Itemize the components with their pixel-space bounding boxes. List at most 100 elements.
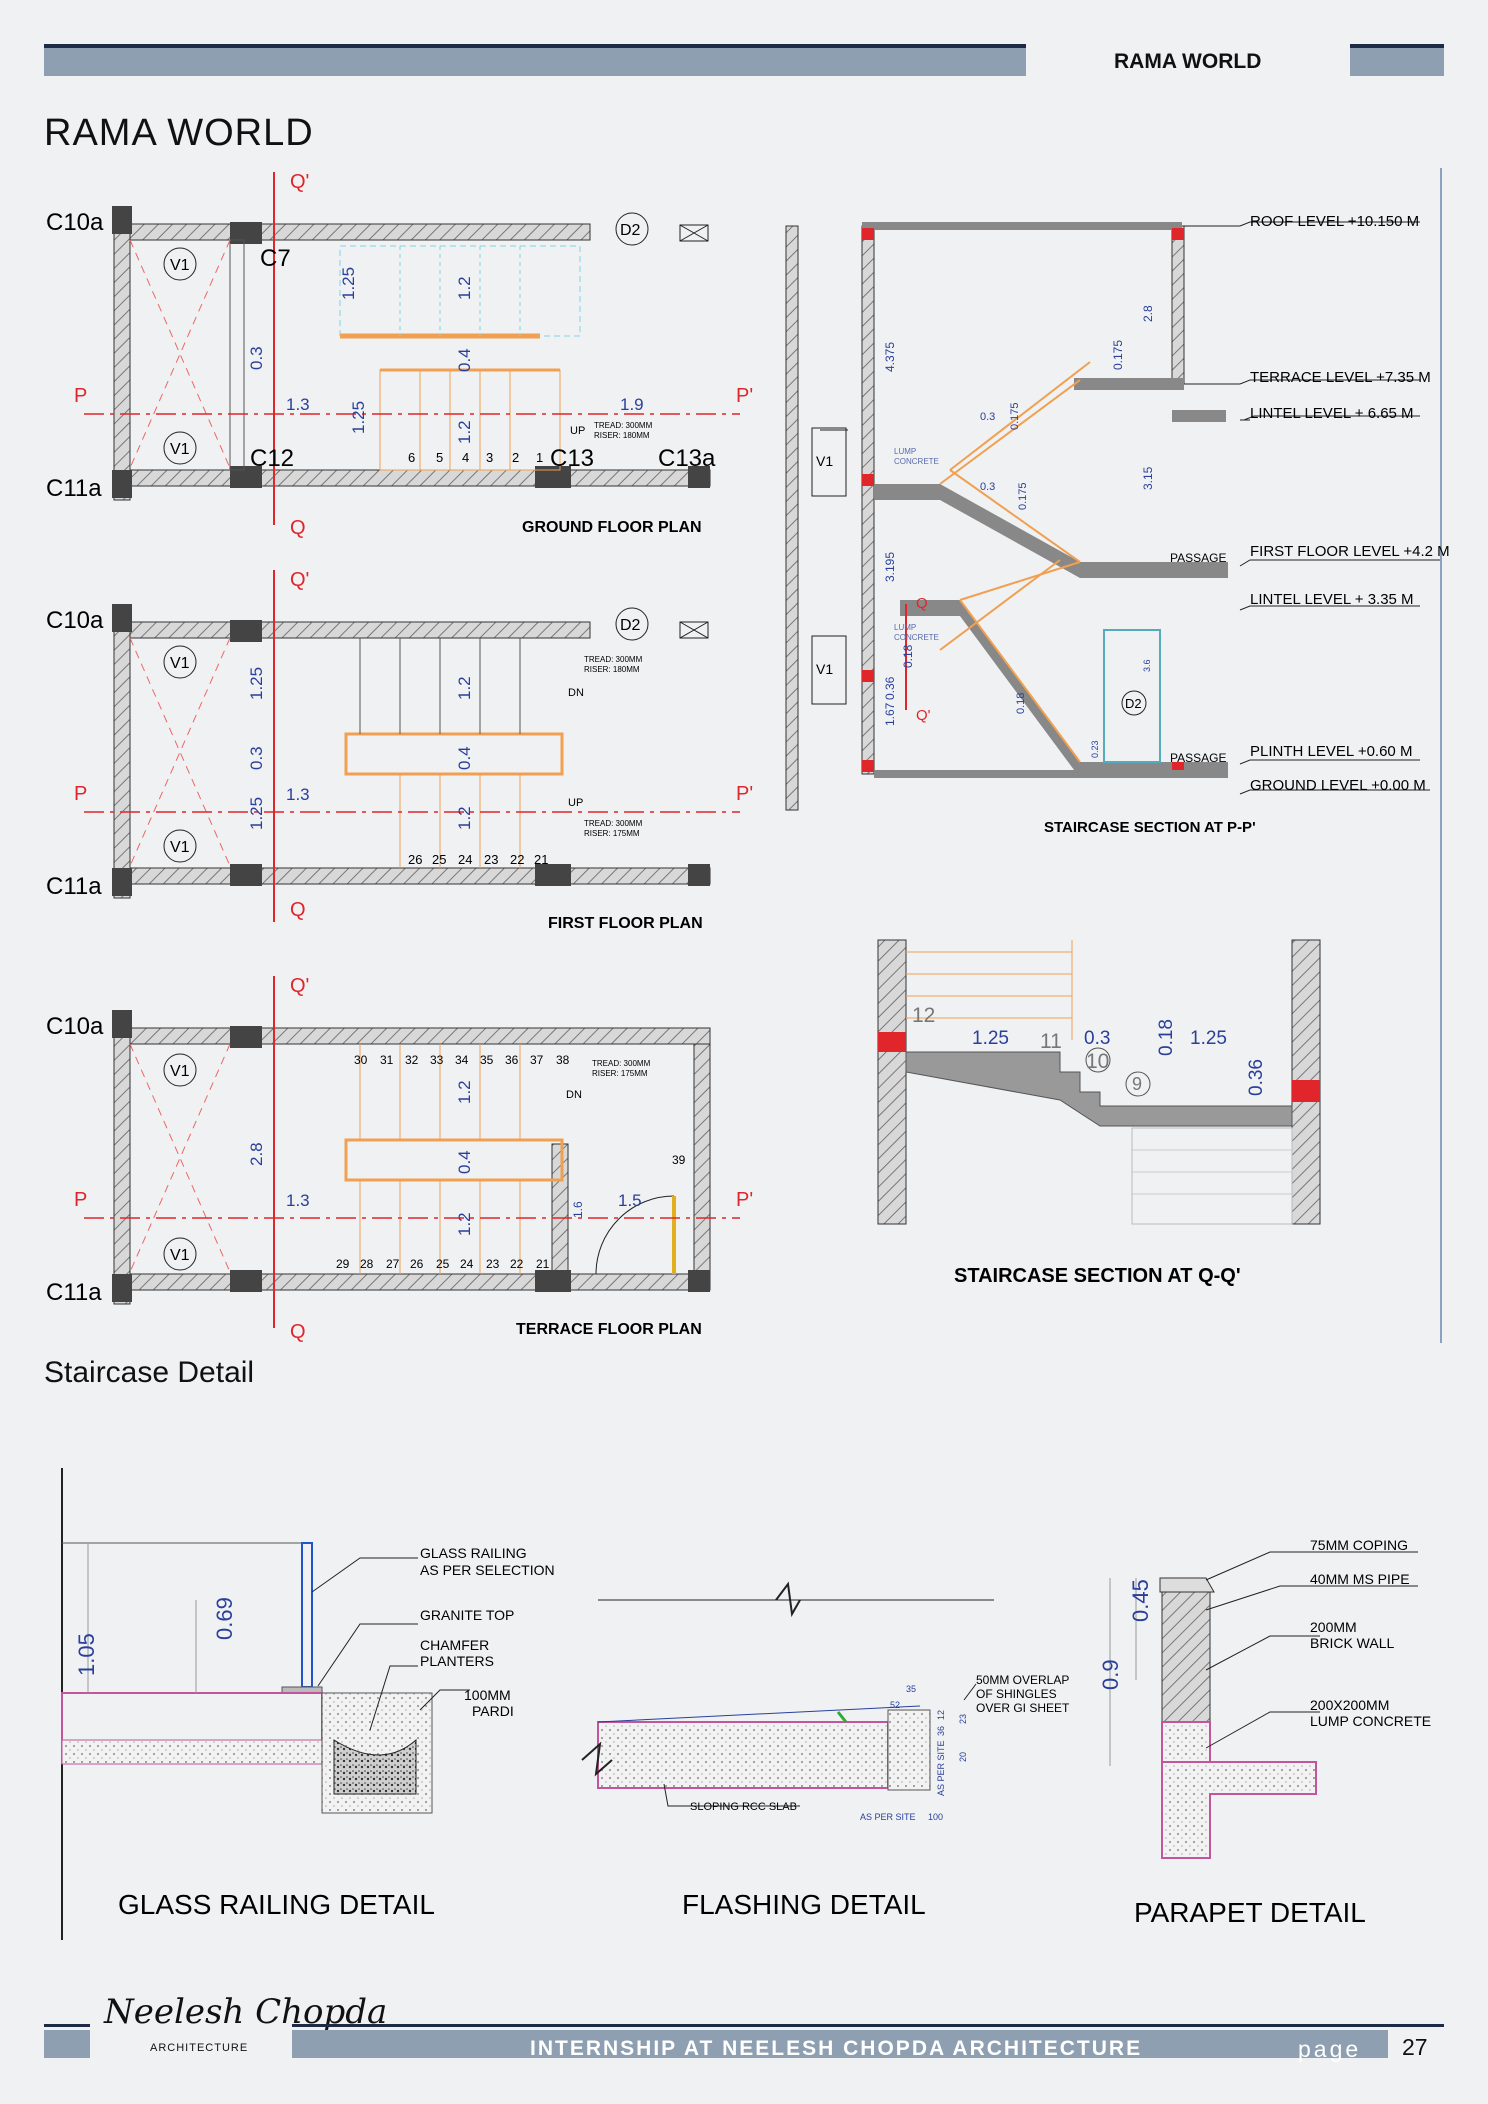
detail-label: BRICK WALL (1310, 1635, 1394, 1651)
dimension: 1.05 (74, 1633, 99, 1676)
dimension: 0.4 (455, 348, 474, 372)
section-marker: Q' (916, 707, 931, 724)
lump-concrete-label: LUMP (894, 447, 916, 456)
level-label: LINTEL LEVEL + 3.35 M (1250, 591, 1414, 608)
dimension: 0.3 (247, 746, 266, 770)
section-pp-labels: ROOF LEVEL +10.150 M TERRACE LEVEL +7.35… (816, 213, 1450, 836)
dimension: 0.3 (980, 481, 995, 493)
parapet-detail-drawing (1109, 1577, 1317, 1859)
detail-label: 40MM MS PIPE (1310, 1571, 1410, 1587)
section-marker: P' (736, 1189, 753, 1211)
detail-label: GRANITE TOP (420, 1607, 514, 1623)
dimension: 0.45 (1128, 1579, 1153, 1622)
level-label: GROUND LEVEL +0.00 M (1250, 777, 1426, 794)
dimension: 0.18 (1156, 1019, 1177, 1056)
section-marker: P (74, 385, 87, 407)
plan-title: GROUND FLOOR PLAN (522, 519, 702, 536)
detail-title: PARAPET DETAIL (1134, 1897, 1366, 1928)
dimension: 1.2 (455, 420, 474, 444)
dimension: 1.2 (455, 276, 474, 300)
section-title: Staircase Detail (44, 1356, 255, 1389)
dimension: 35 (906, 1684, 916, 1694)
section-marker: Q (916, 595, 928, 612)
step-number: 22 (510, 1257, 524, 1271)
dimension: 1.25 (339, 267, 358, 300)
dimension: 0.3 (980, 411, 995, 423)
step-number: 30 (354, 1053, 368, 1067)
detail-label: PLANTERS (420, 1653, 494, 1669)
dimension: 0.18 (1015, 693, 1027, 714)
detail-label: CHAMFER (420, 1637, 489, 1653)
step-number: 26 (410, 1257, 424, 1271)
step-number: 2 (512, 450, 519, 465)
passage-label: PASSAGE (1170, 551, 1226, 565)
dimension: 1.9 (620, 395, 644, 414)
right-margin-rule (1440, 168, 1442, 1343)
column-tag: C10a (46, 209, 104, 236)
detail-label: 100MM (464, 1687, 511, 1703)
flashing-detail-drawing (581, 1581, 994, 1791)
section-title: STAIRCASE SECTION AT Q-Q' (954, 1265, 1241, 1287)
dimension: 2.8 (247, 1142, 266, 1166)
dimension: 2.8 (1141, 305, 1155, 322)
dimension: 1.2 (455, 806, 474, 830)
dimension: 1.6 (571, 1201, 585, 1218)
door-tag: D2 (620, 222, 641, 239)
dimension: 0.3 (1084, 1028, 1110, 1049)
step-number: 22 (510, 852, 524, 867)
window-tag: V1 (170, 441, 190, 458)
window-tag: V1 (170, 257, 190, 274)
step-number: 12 (912, 1004, 935, 1027)
detail-label: 200X200MM (1310, 1697, 1389, 1713)
section-marker: P' (736, 783, 753, 805)
level-label: ROOF LEVEL +10.150 M (1250, 213, 1419, 230)
stair-note: DN (568, 687, 584, 699)
column-tag: C11a (46, 1279, 102, 1306)
step-number: 37 (530, 1053, 544, 1067)
level-label: LINTEL LEVEL + 6.65 M (1250, 405, 1414, 422)
detail-label: LUMP CONCRETE (1310, 1713, 1431, 1729)
detail-label: SLOPING RCC SLAB (690, 1801, 797, 1813)
section-marker: Q' (290, 569, 309, 591)
column-tag: C7 (260, 245, 291, 272)
plan-title: FIRST FLOOR PLAN (548, 915, 703, 932)
step-number: 23 (484, 852, 498, 867)
step-number: 28 (360, 1257, 374, 1271)
dimension: 1.2 (455, 676, 474, 700)
dimension: 0.175 (1009, 402, 1021, 430)
plan-title: TERRACE FLOOR PLAN (516, 1321, 702, 1338)
header-bar-right-fill (1350, 48, 1444, 76)
step-number: 5 (436, 450, 443, 465)
column-tag: C13 (550, 445, 594, 472)
header-title: RAMA WORLD (1114, 50, 1262, 73)
dimension: AS PER SITE (860, 1812, 916, 1822)
dimension: 1.3 (286, 785, 310, 804)
column-tag: C12 (250, 445, 294, 472)
section-marker: Q' (290, 171, 309, 193)
dimension: 3.6 (1142, 659, 1152, 672)
page-label: page (1298, 2036, 1362, 2062)
plan-labels: C10a C11a C7 C12 C13 C13a V1 V1 D2 Q' Q … (46, 171, 753, 1343)
door-tag: D2 (620, 617, 641, 634)
dimension: 0.4 (455, 1150, 474, 1174)
detail-label: OVER GI SHEET (976, 1701, 1070, 1715)
step-number: 38 (556, 1053, 570, 1067)
dimension: 20 (958, 1752, 968, 1762)
section-marker: P (74, 1189, 87, 1211)
dimension: 1.25 (972, 1028, 1009, 1049)
section-pp-drawing (785, 222, 1250, 811)
page-number: 27 (1402, 2034, 1428, 2060)
window-tag: V1 (170, 1247, 190, 1264)
step-number: 35 (480, 1053, 494, 1067)
footer-text: INTERNSHIP AT NEELESH CHOPDA ARCHITECTUR… (530, 2037, 1143, 2060)
dimension: 1.25 (1190, 1028, 1227, 1049)
detail-title: GLASS RAILING DETAIL (118, 1889, 435, 1920)
dimension: 23 (958, 1714, 968, 1724)
dimension: 12 (936, 1710, 946, 1720)
dimension: 4.375 (883, 342, 897, 372)
column-tag: C11a (46, 873, 102, 900)
footer-bar (292, 2030, 1388, 2058)
step-number: 11 (1040, 1030, 1062, 1053)
stair-note: UP (568, 797, 583, 809)
tread-note: TREAD: 300MM (584, 655, 643, 664)
